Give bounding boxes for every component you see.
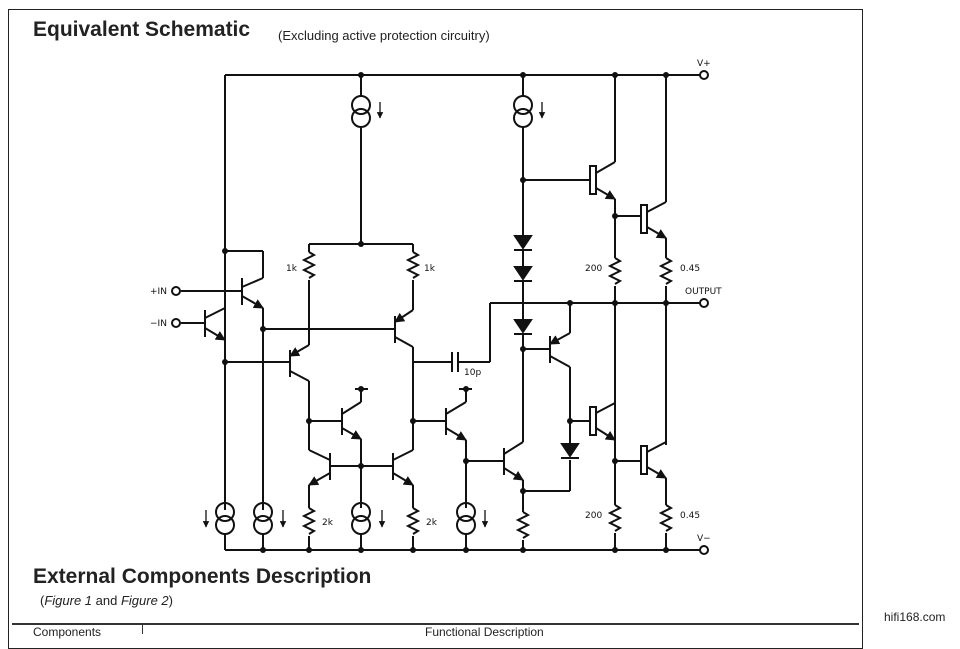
bias-diodes bbox=[513, 235, 580, 459]
page-title: Equivalent Schematic bbox=[33, 18, 251, 41]
current-source bbox=[513, 75, 546, 236]
resistor-045-label: 0.45 bbox=[680, 511, 700, 521]
differential-pair bbox=[289, 243, 491, 450]
resistor-2k-label: 2k bbox=[426, 518, 438, 528]
current-source bbox=[456, 502, 489, 550]
section-title: External Components Description bbox=[33, 565, 372, 588]
equivalent-schematic: V+ V− OUTPUT +IN −IN 1k 1k 2k 2k 10p 200… bbox=[150, 59, 722, 555]
table-top-border bbox=[12, 623, 859, 625]
current-source bbox=[351, 466, 386, 550]
v-minus-label: V− bbox=[697, 534, 711, 544]
v-plus-terminal bbox=[699, 70, 709, 80]
table-column-divider bbox=[142, 624, 143, 634]
resistor-200-label: 200 bbox=[585, 511, 602, 521]
output-label: OUTPUT bbox=[685, 287, 722, 297]
resistor-200-label: 200 bbox=[585, 264, 602, 274]
table-header-components: Components bbox=[33, 625, 102, 639]
plus-in-label: +IN bbox=[150, 287, 167, 297]
current-source bbox=[253, 502, 287, 550]
watermark: hifi168.com bbox=[884, 610, 946, 624]
resistor-1k-label: 1k bbox=[286, 264, 298, 274]
v-minus-terminal bbox=[699, 545, 709, 555]
input-stage bbox=[171, 75, 395, 510]
voltage-amplifier-stage bbox=[413, 346, 571, 550]
figref-paren: ( bbox=[40, 593, 45, 608]
junction-dots bbox=[222, 72, 669, 553]
current-source bbox=[202, 502, 235, 550]
minus-in-label: −IN bbox=[150, 319, 167, 329]
plus-in-terminal bbox=[171, 286, 181, 296]
minus-in-terminal bbox=[171, 318, 181, 328]
resistor-1k-label: 1k bbox=[424, 264, 436, 274]
table-header-description: Functional Description bbox=[425, 625, 544, 639]
resistor-2k-label: 2k bbox=[322, 518, 334, 528]
v-plus-rail bbox=[225, 70, 709, 80]
v-plus-label: V+ bbox=[697, 59, 711, 69]
v-minus-rail bbox=[225, 545, 709, 555]
figure-reference: (Figure 1 and Figure 2) bbox=[40, 593, 173, 608]
page-subtitle: (Excluding active protection circuitry) bbox=[278, 28, 490, 43]
figure-1-link: Figure 1 bbox=[44, 593, 93, 608]
figref-and: and bbox=[92, 593, 121, 608]
capacitor-10p-label: 10p bbox=[464, 368, 481, 378]
figref-paren: ) bbox=[168, 593, 174, 608]
output-stage bbox=[523, 75, 674, 550]
resistor-045-label: 0.45 bbox=[680, 264, 700, 274]
output-terminal bbox=[699, 298, 709, 308]
current-source bbox=[351, 75, 384, 244]
figure-2-link: Figure 2 bbox=[120, 593, 169, 608]
bias-transistor bbox=[523, 303, 592, 444]
